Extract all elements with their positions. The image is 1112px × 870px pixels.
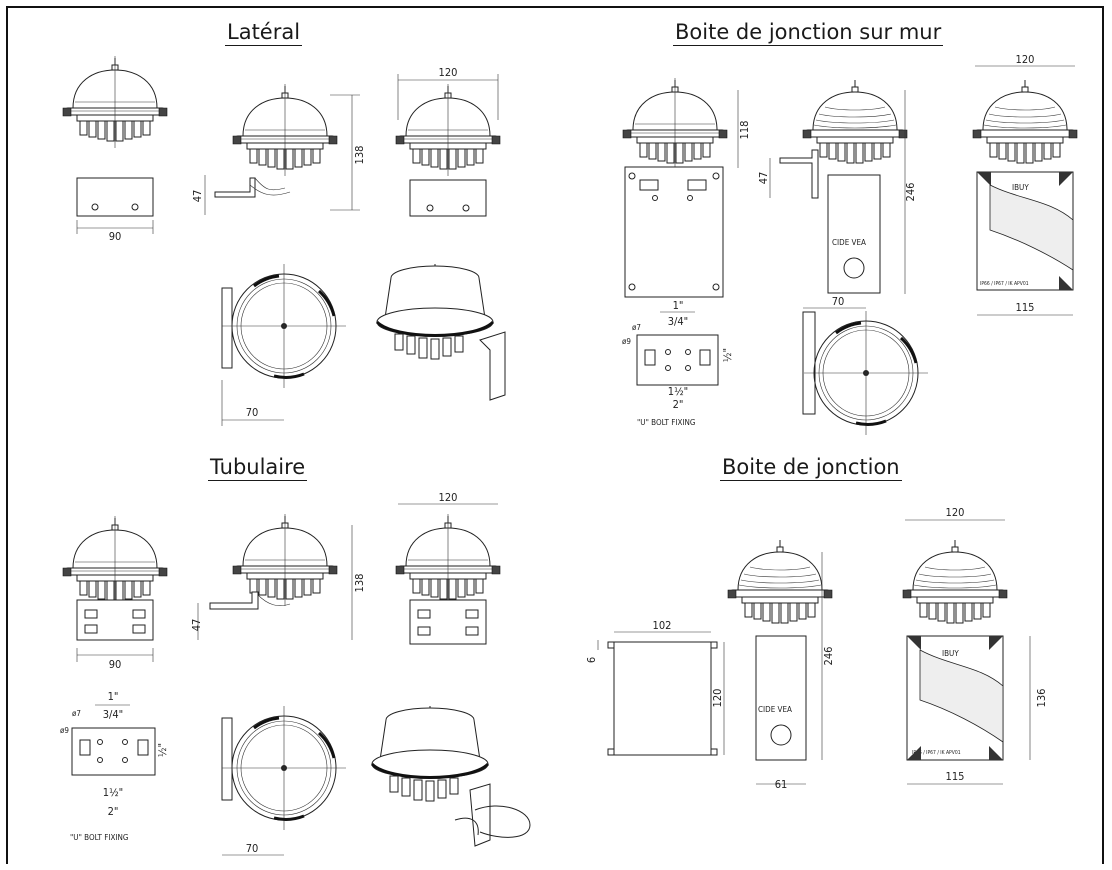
sheet-frame <box>6 6 1104 864</box>
dim-junction-height-box: 136 <box>1035 689 1048 708</box>
tubular-plan-view: 70 <box>220 704 348 856</box>
dim-junction-depth: 61 <box>775 778 788 791</box>
tubular-ubolt-detail: 1" 3/4" ø7 ø9 1½" 2" ½" "U" BOLT FIXING <box>60 690 169 842</box>
lateral-3d-view <box>375 262 506 401</box>
wall-junction-front-view: 118 <box>622 77 751 298</box>
wall-junction-rear-view: IBUY IP66 / IP67 / IK APV01 120 115 <box>972 53 1078 316</box>
dim-junction-width-box: 115 <box>946 770 965 783</box>
dim-wall-width-top: 120 <box>1016 53 1035 66</box>
lateral-plan-view: 70 <box>220 262 348 426</box>
dim-tubular-ubolt-dia-9: ø9 <box>60 726 69 735</box>
lateral-side-view: 47 138 <box>191 83 366 215</box>
tubular-ubolt-label: "U" BOLT FIXING <box>70 833 129 842</box>
dim-tubular-radius-base: 70 <box>246 842 259 855</box>
section-title-wall-junction: Boite de jonction sur mur <box>673 20 944 46</box>
lateral-rear-view: 120 <box>395 66 501 217</box>
dim-junction-box-height: 120 <box>711 689 724 708</box>
dim-tubular-ubolt-dia-7: ø7 <box>72 709 81 718</box>
dim-tubular-width-front: 90 <box>109 658 122 671</box>
wall-box-plate-text: IP66 / IP67 / IK APV01 <box>980 281 1029 287</box>
dim-junction-height-total: 246 <box>822 647 835 666</box>
dim-tubular-ubolt-half: ½" <box>156 743 169 757</box>
junction-box-plate-text: IP66 / IP67 / IK APV01 <box>912 750 961 756</box>
lateral-front-view: 90 <box>62 55 168 243</box>
tubular-rear-view: 120 <box>395 491 501 645</box>
dim-wall-ubolt-1-5: 1½" <box>668 385 688 398</box>
junction-front-view: IBUY IP66 / IP67 / IK APV01 120 136 115 <box>902 506 1048 785</box>
junction-side-view: CIDE VEA 246 61 <box>727 539 835 791</box>
tubular-3d-view <box>370 704 531 847</box>
dim-junction-width-top: 120 <box>946 506 965 519</box>
dim-wall-ubolt-3-4: 3/4" <box>668 315 688 328</box>
dim-wall-radius-base: 70 <box>832 295 845 308</box>
dim-tubular-ubolt-3-4: 3/4" <box>103 708 123 721</box>
tubular-front-view: 90 <box>62 515 168 671</box>
dim-lateral-width-top: 120 <box>439 66 458 79</box>
dim-tubular-ubolt-2in: 2" <box>108 805 119 818</box>
dim-wall-ubolt-2in: 2" <box>673 398 684 411</box>
dim-wall-ubolt-1in: 1" <box>673 299 684 312</box>
wall-junction-side-view: 47 CIDE VEA 246 <box>757 79 917 294</box>
dim-lateral-height-total: 138 <box>353 146 366 165</box>
section-title-lateral: Latéral <box>225 20 303 46</box>
dim-wall-width-box: 115 <box>1016 301 1035 314</box>
dim-lateral-bracket-height: 47 <box>191 190 204 203</box>
section-title-tubular: Tubulaire <box>208 455 308 481</box>
dim-junction-flange: 6 <box>585 657 598 663</box>
dim-tubular-ubolt-1in: 1" <box>108 690 119 703</box>
dim-tubular-width-top: 120 <box>439 491 458 504</box>
wall-box-side-text: CIDE VEA <box>832 238 866 247</box>
dim-wall-ubolt-dia-9: ø9 <box>622 337 631 346</box>
junction-box-front-text: IBUY <box>942 649 959 658</box>
dim-tubular-bracket-height: 47 <box>190 619 203 632</box>
dim-tubular-height-total: 138 <box>353 574 366 593</box>
wall-ubolt-label: "U" BOLT FIXING <box>637 418 696 427</box>
junction-box-outline: 102 120 6 <box>585 619 725 756</box>
wall-box-front-text: IBUY <box>1012 183 1029 192</box>
dim-wall-height-total: 246 <box>904 183 917 202</box>
dim-lateral-width-front: 90 <box>109 230 122 243</box>
section-title-junction: Boite de jonction <box>720 455 902 481</box>
wall-junction-plan-view: 70 <box>802 295 930 437</box>
dim-wall-ubolt-half: ½" <box>721 348 734 362</box>
dim-lateral-radius-base: 70 <box>246 406 259 419</box>
dim-wall-bracket-height: 47 <box>757 172 770 185</box>
dim-tubular-ubolt-1-5: 1½" <box>103 786 123 799</box>
dim-wall-height-lamp: 118 <box>738 121 751 140</box>
dim-junction-box-width: 102 <box>653 619 672 632</box>
dim-wall-ubolt-dia-7: ø7 <box>632 323 641 332</box>
wall-ubolt-detail: 1" 3/4" ø7 ø9 1½" 2" ½" "U" BOLT FIXING <box>622 299 734 427</box>
junction-box-side-text: CIDE VEA <box>758 705 792 714</box>
tubular-side-view: 47 138 <box>190 513 366 640</box>
